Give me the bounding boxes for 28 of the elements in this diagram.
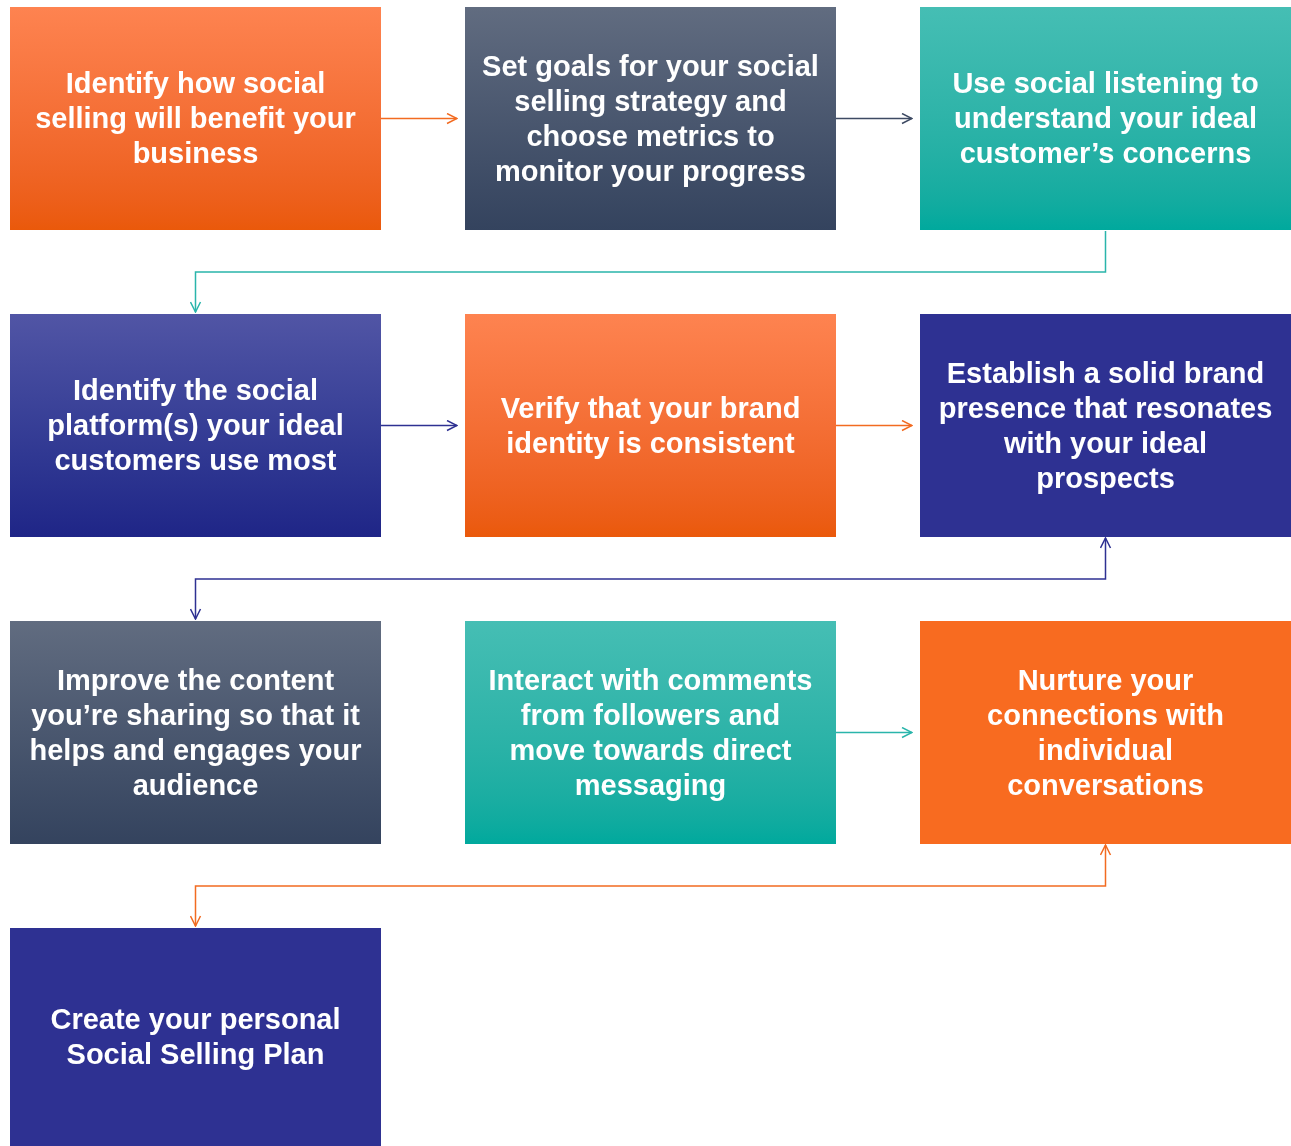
- arrow: [835, 419, 913, 432]
- arrow: [835, 112, 913, 125]
- arrow: [189, 844, 1112, 927]
- arrow: [380, 112, 458, 125]
- step-text: Set goals for your social selling strategy and choose metrics to monitor your progress: [481, 48, 820, 189]
- process-box: [465, 7, 836, 230]
- process-box: [10, 7, 381, 230]
- process-box: [920, 7, 1291, 230]
- step-text: Use social listening to understand your ideal customer’s concerns: [951, 66, 1260, 171]
- step-text: Establish a solid brand presence that resonates with your ideal prospects: [937, 355, 1274, 496]
- step-text: Interact with comments from followers and move towards direct messaging: [487, 662, 814, 803]
- step-text: Identify how social selling will benefit your business: [34, 66, 357, 171]
- process-box: [10, 314, 381, 537]
- arrow: [380, 419, 458, 432]
- step-text: Verify that your brand identity is consistent: [499, 390, 802, 461]
- process-box: [465, 314, 836, 537]
- arrow: [189, 230, 1107, 313]
- step-text: Nurture your connections with individual conversations: [986, 662, 1225, 803]
- process-box: [465, 621, 836, 844]
- process-box: [10, 928, 381, 1146]
- step-text: Create your personal Social Selling Plan: [49, 1002, 342, 1072]
- arrow: [189, 537, 1112, 620]
- process-box: [920, 314, 1291, 537]
- process-box: [10, 621, 381, 844]
- arrow: [835, 726, 913, 739]
- step-text: Improve the content you’re sharing so that it helps and engages your audience: [28, 662, 363, 803]
- step-text: Identify the social platform(s) your ideal customers use most: [46, 373, 345, 478]
- process-box: [920, 621, 1291, 844]
